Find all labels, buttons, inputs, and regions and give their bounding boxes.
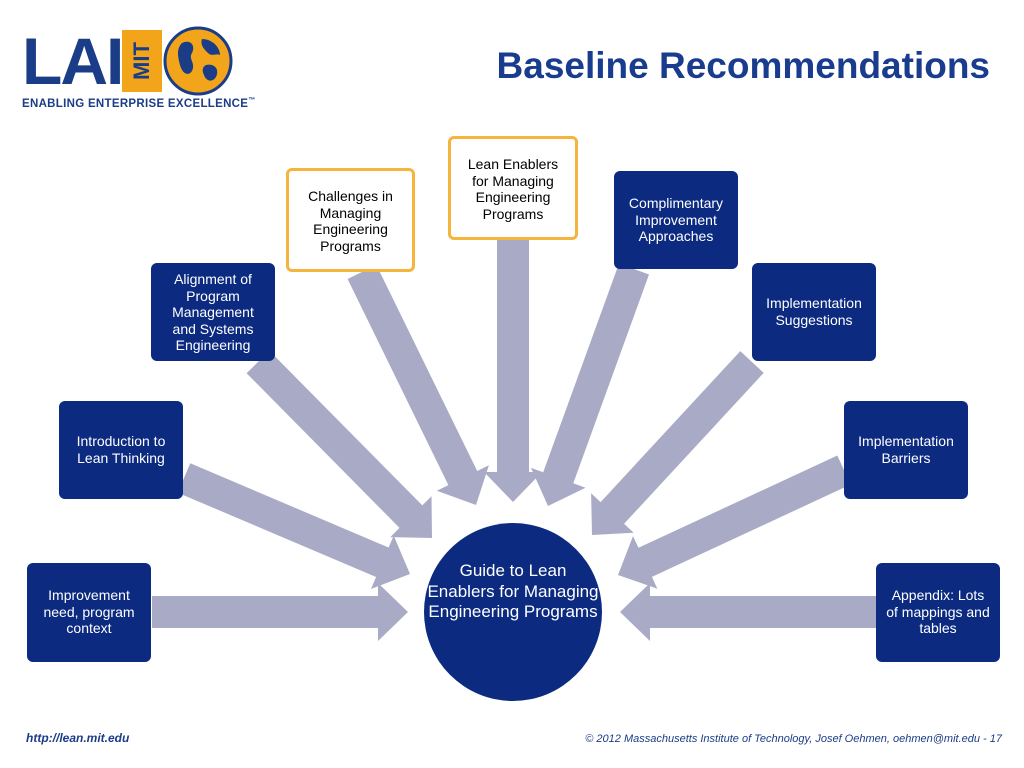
box-implementation-suggestions: Implementation Suggestions	[752, 263, 876, 361]
arrow-2	[177, 463, 410, 589]
hub-label: Guide to Lean Enablers for Managing Engi…	[427, 561, 599, 621]
box-label: Lean Enablers for Managing Engineering P…	[467, 156, 559, 222]
arrow-8	[618, 455, 851, 589]
box-label: Introduction to Lean Thinking	[76, 433, 166, 466]
box-label: Challenges in Managing Engineering Progr…	[308, 188, 393, 254]
arrow-1	[152, 583, 408, 641]
box-label: Implementation Barriers	[858, 433, 954, 466]
footer-copyright: © 2012 Massachusetts Institute of Techno…	[585, 733, 1002, 745]
globe-icon	[163, 26, 233, 96]
box-improvement-need: Improvement need, program context	[27, 563, 151, 662]
hub-circle: Guide to Lean Enablers for Managing Engi…	[424, 523, 602, 701]
arrow-3	[246, 350, 432, 538]
box-label: Improvement need, program context	[43, 587, 135, 636]
box-implementation-barriers: Implementation Barriers	[844, 401, 968, 499]
box-alignment-pm-se: Alignment of Program Management and Syst…	[151, 263, 275, 361]
footer-url[interactable]: http://lean.mit.edu	[26, 731, 130, 745]
box-challenges-managing: Challenges in Managing Engineering Progr…	[286, 168, 415, 272]
logo-letters: LAI	[22, 24, 124, 98]
box-complimentary-approaches: Complimentary Improvement Approaches	[614, 171, 738, 269]
arrow-5	[484, 240, 542, 502]
arrow-4	[347, 265, 489, 505]
arrow-6	[531, 263, 649, 506]
box-label: Appendix: Lots of mappings and tables	[886, 587, 990, 636]
box-label: Complimentary Improvement Approaches	[628, 195, 724, 244]
arrow-7	[591, 351, 764, 535]
logo-tagline: ENABLING ENTERPRISE EXCELLENCE™	[22, 97, 256, 110]
arrow-9	[620, 583, 876, 641]
box-intro-lean-thinking: Introduction to Lean Thinking	[59, 401, 183, 499]
box-appendix-mappings: Appendix: Lots of mappings and tables	[876, 563, 1000, 662]
box-label: Alignment of Program Management and Syst…	[172, 271, 254, 353]
box-label: Implementation Suggestions	[766, 295, 862, 328]
box-lean-enablers: Lean Enablers for Managing Engineering P…	[448, 136, 578, 240]
slide-title: Baseline Recommendations	[496, 45, 990, 86]
